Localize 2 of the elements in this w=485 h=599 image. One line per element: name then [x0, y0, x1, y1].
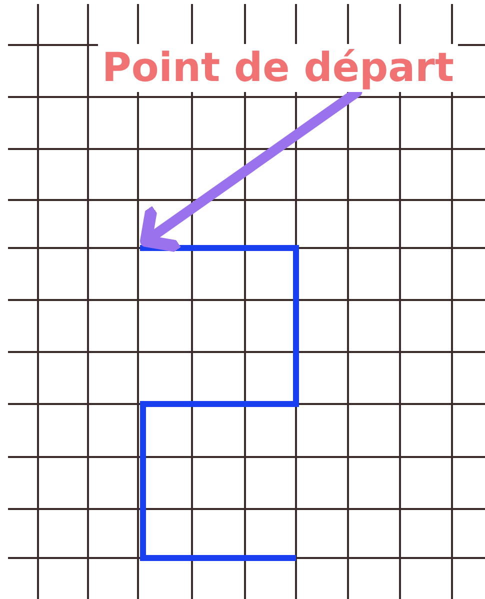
start-label: Point de départ — [98, 44, 458, 92]
route-line — [140, 245, 299, 561]
